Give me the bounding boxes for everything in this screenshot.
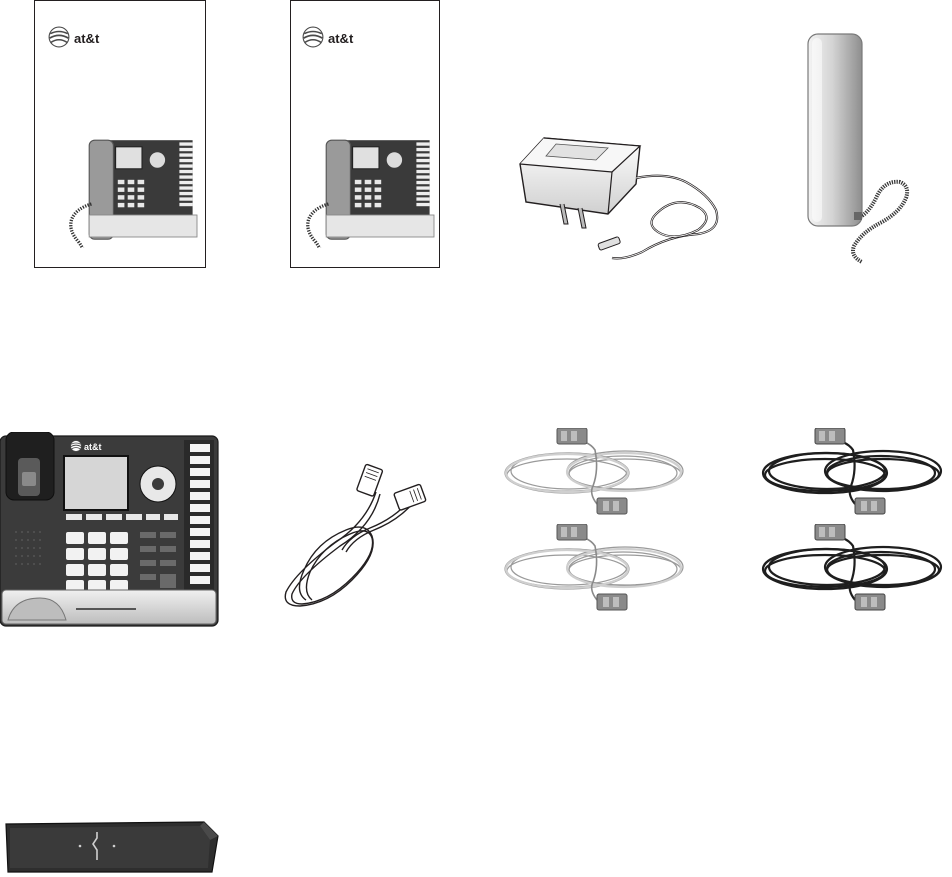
- telephone-base: at&t: [0, 432, 220, 628]
- booklet-icon: at&t: [290, 0, 440, 268]
- user-manual: at&t: [34, 0, 206, 268]
- wall-mount-bracket: [4, 818, 222, 876]
- brand-logo-text: at&t: [84, 442, 102, 452]
- brand-logo-text: at&t: [74, 31, 100, 46]
- power-adapter: [516, 128, 722, 260]
- bracket-icon: [4, 818, 222, 876]
- corded-handset: [800, 30, 910, 266]
- booklet-icon: at&t: [34, 0, 206, 268]
- handset-icon: [800, 30, 910, 266]
- black-line-cords: [752, 428, 948, 614]
- power-adapter-icon: [516, 128, 722, 260]
- coiled-cord-icon: [280, 462, 446, 608]
- gray-line-cords: [494, 428, 690, 614]
- quick-start-guide: at&t: [290, 0, 440, 268]
- coiled-handset-cord: [280, 462, 446, 608]
- line-cord-icon: [494, 428, 690, 614]
- line-cord-icon: [752, 428, 948, 614]
- desk-phone-icon: at&t: [0, 432, 220, 628]
- brand-logo-text: at&t: [328, 31, 354, 46]
